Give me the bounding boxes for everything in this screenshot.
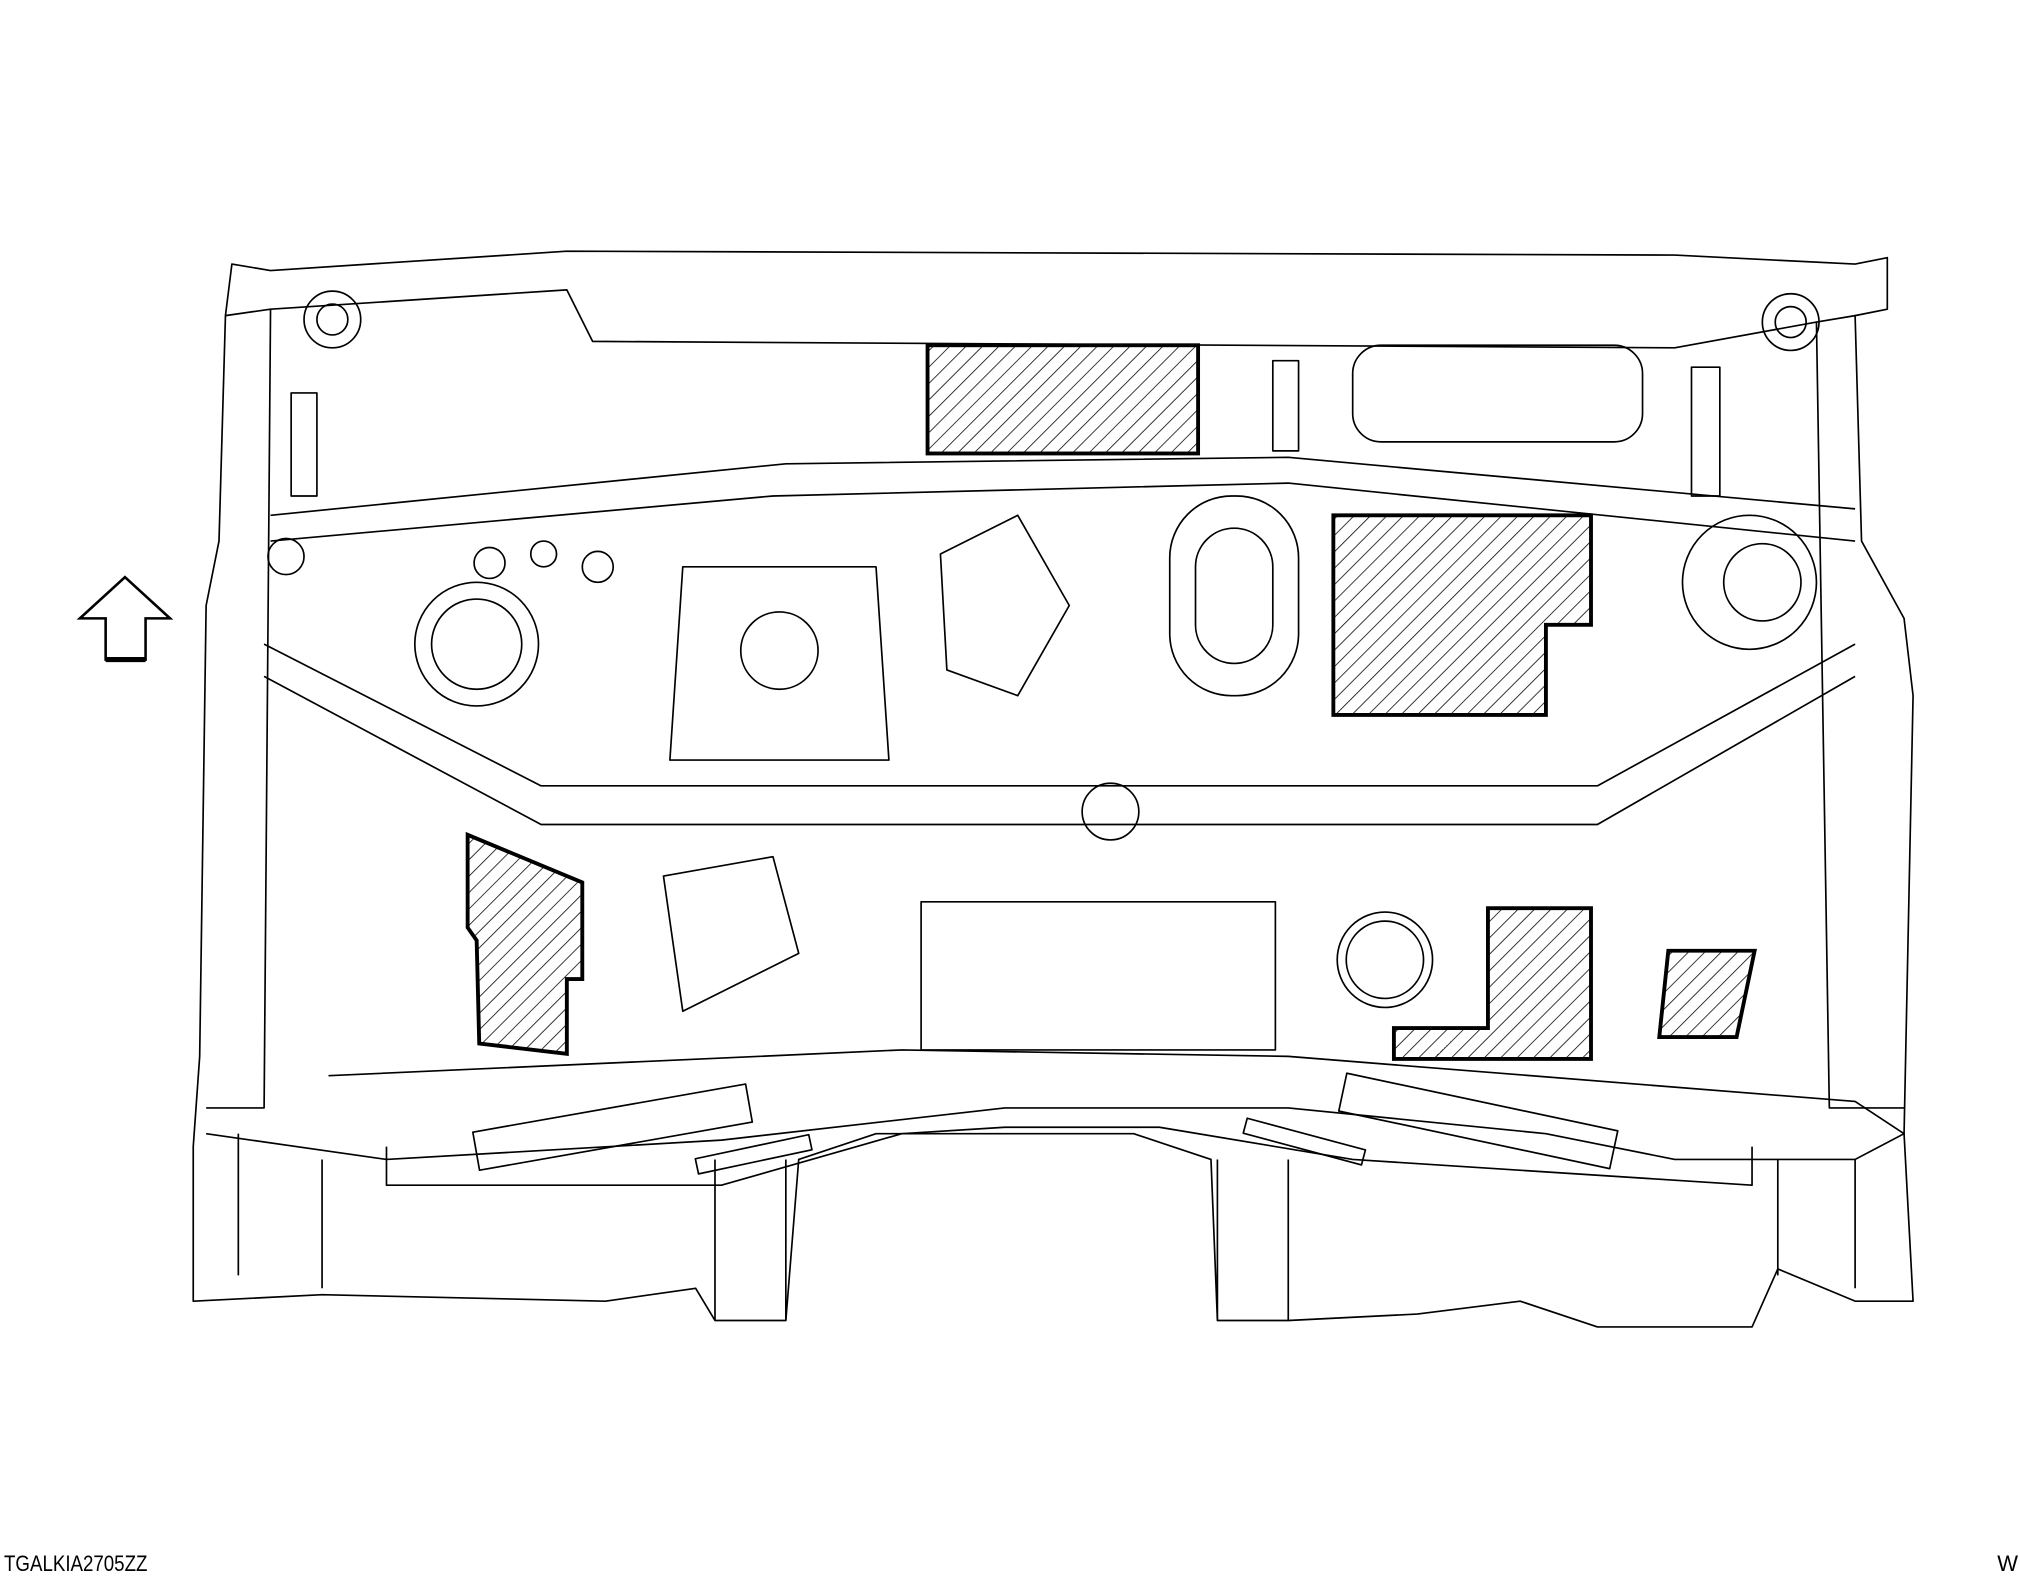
hatched-area-top-center [925, 343, 1201, 456]
hatched-area-right-middle [1331, 513, 1593, 717]
hatched-area-right-lower [1391, 906, 1593, 1061]
hatched-area-left-lower [465, 831, 585, 1056]
corner-mark: W [1997, 1551, 2018, 1576]
illustration-code: TGALKIA2705ZZ [4, 1551, 148, 1576]
hatched-area-right-small [1657, 948, 1757, 1039]
hatched-areas [465, 343, 1757, 1061]
body-features [267, 290, 1820, 1175]
body-frame-outline [192, 250, 1914, 1328]
front-direction-arrow-icon [76, 575, 174, 663]
